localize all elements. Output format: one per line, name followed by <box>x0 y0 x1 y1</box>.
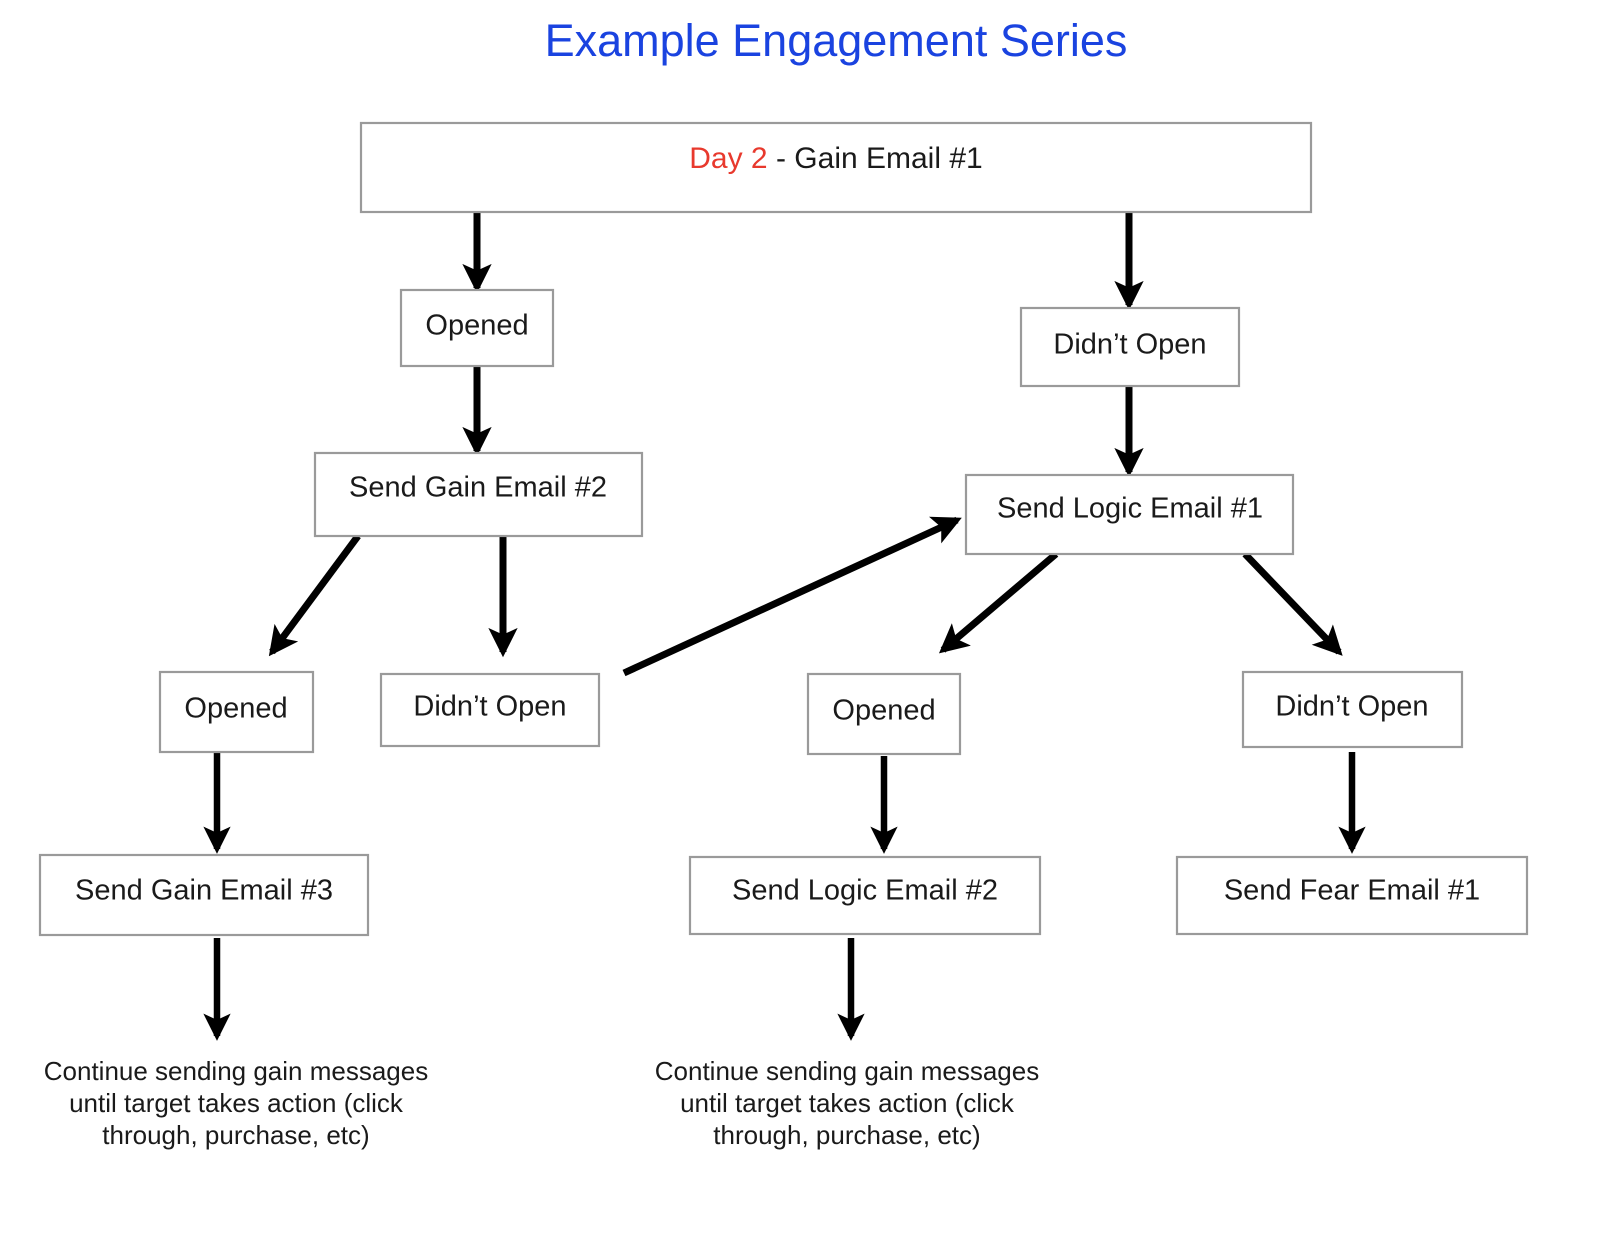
node-gain-opened-1[interactable]: Opened <box>399 288 555 368</box>
note-gain-continue: Continue sending gain messages until tar… <box>44 1056 428 1150</box>
note-gain-continue-line3: through, purchase, etc) <box>102 1120 369 1150</box>
node-gain-didnt-open-2-label: Didn’t Open <box>413 691 566 723</box>
node-send-logic-1[interactable]: Send Logic Email #1 <box>964 473 1295 556</box>
node-send-gain-2-label: Send Gain Email #2 <box>349 472 607 504</box>
node-root[interactable]: Day 2 - Gain Email #1 <box>359 121 1313 214</box>
node-send-gain-2[interactable]: Send Gain Email #2 <box>313 451 644 538</box>
note-logic-continue-line1: Continue sending gain messages <box>655 1056 1039 1086</box>
node-gain-opened-2-label: Opened <box>184 693 287 725</box>
node-logic-didnt-open[interactable]: Didn’t Open <box>1241 670 1464 749</box>
page-title: Example Engagement Series <box>545 15 1128 66</box>
node-gain-didnt-open-1-label: Didn’t Open <box>1053 329 1206 361</box>
root-separator: - <box>768 142 795 175</box>
node-send-fear-1-label: Send Fear Email #1 <box>1224 875 1480 907</box>
note-gain-continue-line1: Continue sending gain messages <box>44 1056 428 1086</box>
root-label: Gain Email #1 <box>794 142 982 175</box>
node-send-fear-1[interactable]: Send Fear Email #1 <box>1175 855 1529 936</box>
root-day-prefix: Day 2 <box>689 142 767 175</box>
node-send-gain-3[interactable]: Send Gain Email #3 <box>38 853 370 937</box>
node-logic-didnt-open-label: Didn’t Open <box>1275 691 1428 723</box>
arrow-layer <box>203 212 1366 1041</box>
note-logic-continue: Continue sending gain messages until tar… <box>655 1056 1039 1150</box>
note-logic-continue-line2: until target takes action (click <box>680 1088 1015 1118</box>
node-send-logic-2-label: Send Logic Email #2 <box>732 875 998 907</box>
arrow-send-gain-2-to-opened <box>268 533 361 657</box>
node-send-logic-1-label: Send Logic Email #1 <box>997 493 1263 525</box>
node-logic-opened[interactable]: Opened <box>806 672 962 756</box>
node-gain-opened-1-label: Opened <box>425 310 528 342</box>
node-send-logic-2[interactable]: Send Logic Email #2 <box>688 855 1042 936</box>
note-gain-continue-line2: until target takes action (click <box>69 1088 404 1118</box>
arrow-didnt-open-to-send-logic-1-loop <box>622 516 962 677</box>
svg-text:Day 2 - Gain Email #1: Day 2 - Gain Email #1 <box>689 142 982 175</box>
node-gain-didnt-open-2[interactable]: Didn’t Open <box>379 672 601 748</box>
node-logic-opened-label: Opened <box>832 695 935 727</box>
node-gain-opened-2[interactable]: Opened <box>158 670 315 754</box>
node-send-gain-3-label: Send Gain Email #3 <box>75 875 333 907</box>
arrow-send-logic-1-to-opened <box>938 551 1059 654</box>
arrow-send-logic-1-to-didnt-open <box>1242 551 1343 656</box>
note-logic-continue-line3: through, purchase, etc) <box>713 1120 980 1150</box>
node-gain-didnt-open-1[interactable]: Didn’t Open <box>1019 306 1241 388</box>
